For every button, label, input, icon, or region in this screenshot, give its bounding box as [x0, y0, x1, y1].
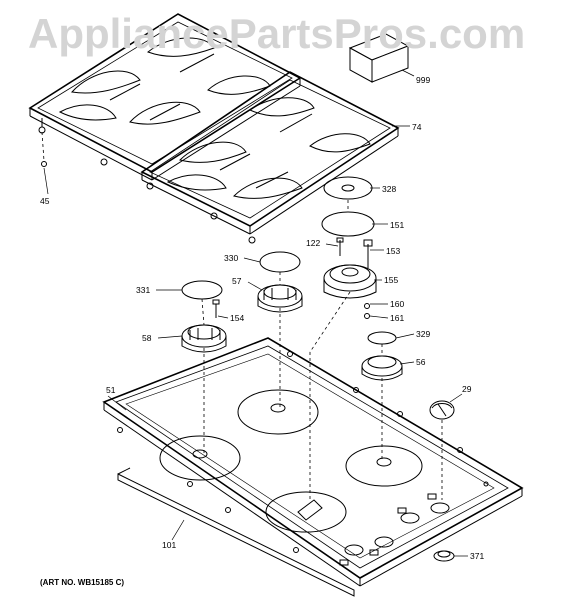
label-29: 29	[462, 384, 472, 394]
cap-330	[259, 251, 301, 273]
label-58: 58	[142, 333, 152, 343]
label-329: 329	[416, 329, 430, 339]
label-371: 371	[470, 551, 484, 561]
label-328: 328	[382, 184, 396, 194]
label-151: 151	[390, 220, 404, 230]
burner-stack-right-front	[361, 331, 403, 381]
part-labels: 999 74 45 328 151 122 153 330 155 57 331…	[40, 75, 484, 561]
bottom-plate-101	[117, 467, 355, 597]
assembly-guide-lines	[41, 131, 443, 500]
screw-45	[41, 161, 47, 167]
label-122: 122	[306, 238, 320, 248]
cooktop-tray-51	[102, 337, 524, 587]
label-160: 160	[390, 299, 404, 309]
burner-56	[361, 355, 403, 377]
art-number: (ART NO. WB15185 C)	[40, 578, 125, 587]
label-161: 161	[390, 313, 404, 323]
box-part-999	[348, 33, 410, 83]
label-57: 57	[232, 276, 242, 286]
label-45: 45	[40, 196, 50, 206]
label-155: 155	[384, 275, 398, 285]
label-74: 74	[412, 122, 422, 132]
leader-lines	[43, 69, 468, 557]
watermark-text: AppliancePartsPros.com	[28, 10, 526, 57]
cap-329	[367, 331, 397, 345]
cap-331	[181, 280, 223, 300]
burner-57	[257, 284, 303, 308]
label-330: 330	[224, 253, 238, 263]
label-331: 331	[136, 285, 150, 295]
electrode-161	[364, 313, 370, 319]
burner-stack-right-rear	[321, 176, 377, 319]
cap-151	[321, 211, 375, 237]
burner-58	[181, 324, 227, 348]
label-56: 56	[416, 357, 426, 367]
cap-328	[323, 176, 373, 200]
label-153: 153	[386, 246, 400, 256]
label-999: 999	[416, 75, 430, 85]
trim-ring-371	[433, 550, 455, 562]
label-51: 51	[106, 385, 116, 395]
knob-29	[429, 400, 455, 420]
label-154: 154	[230, 313, 244, 323]
spring-160	[364, 303, 370, 309]
right-grate	[140, 71, 400, 244]
label-101: 101	[162, 540, 176, 550]
burner-stack-center	[257, 251, 303, 313]
